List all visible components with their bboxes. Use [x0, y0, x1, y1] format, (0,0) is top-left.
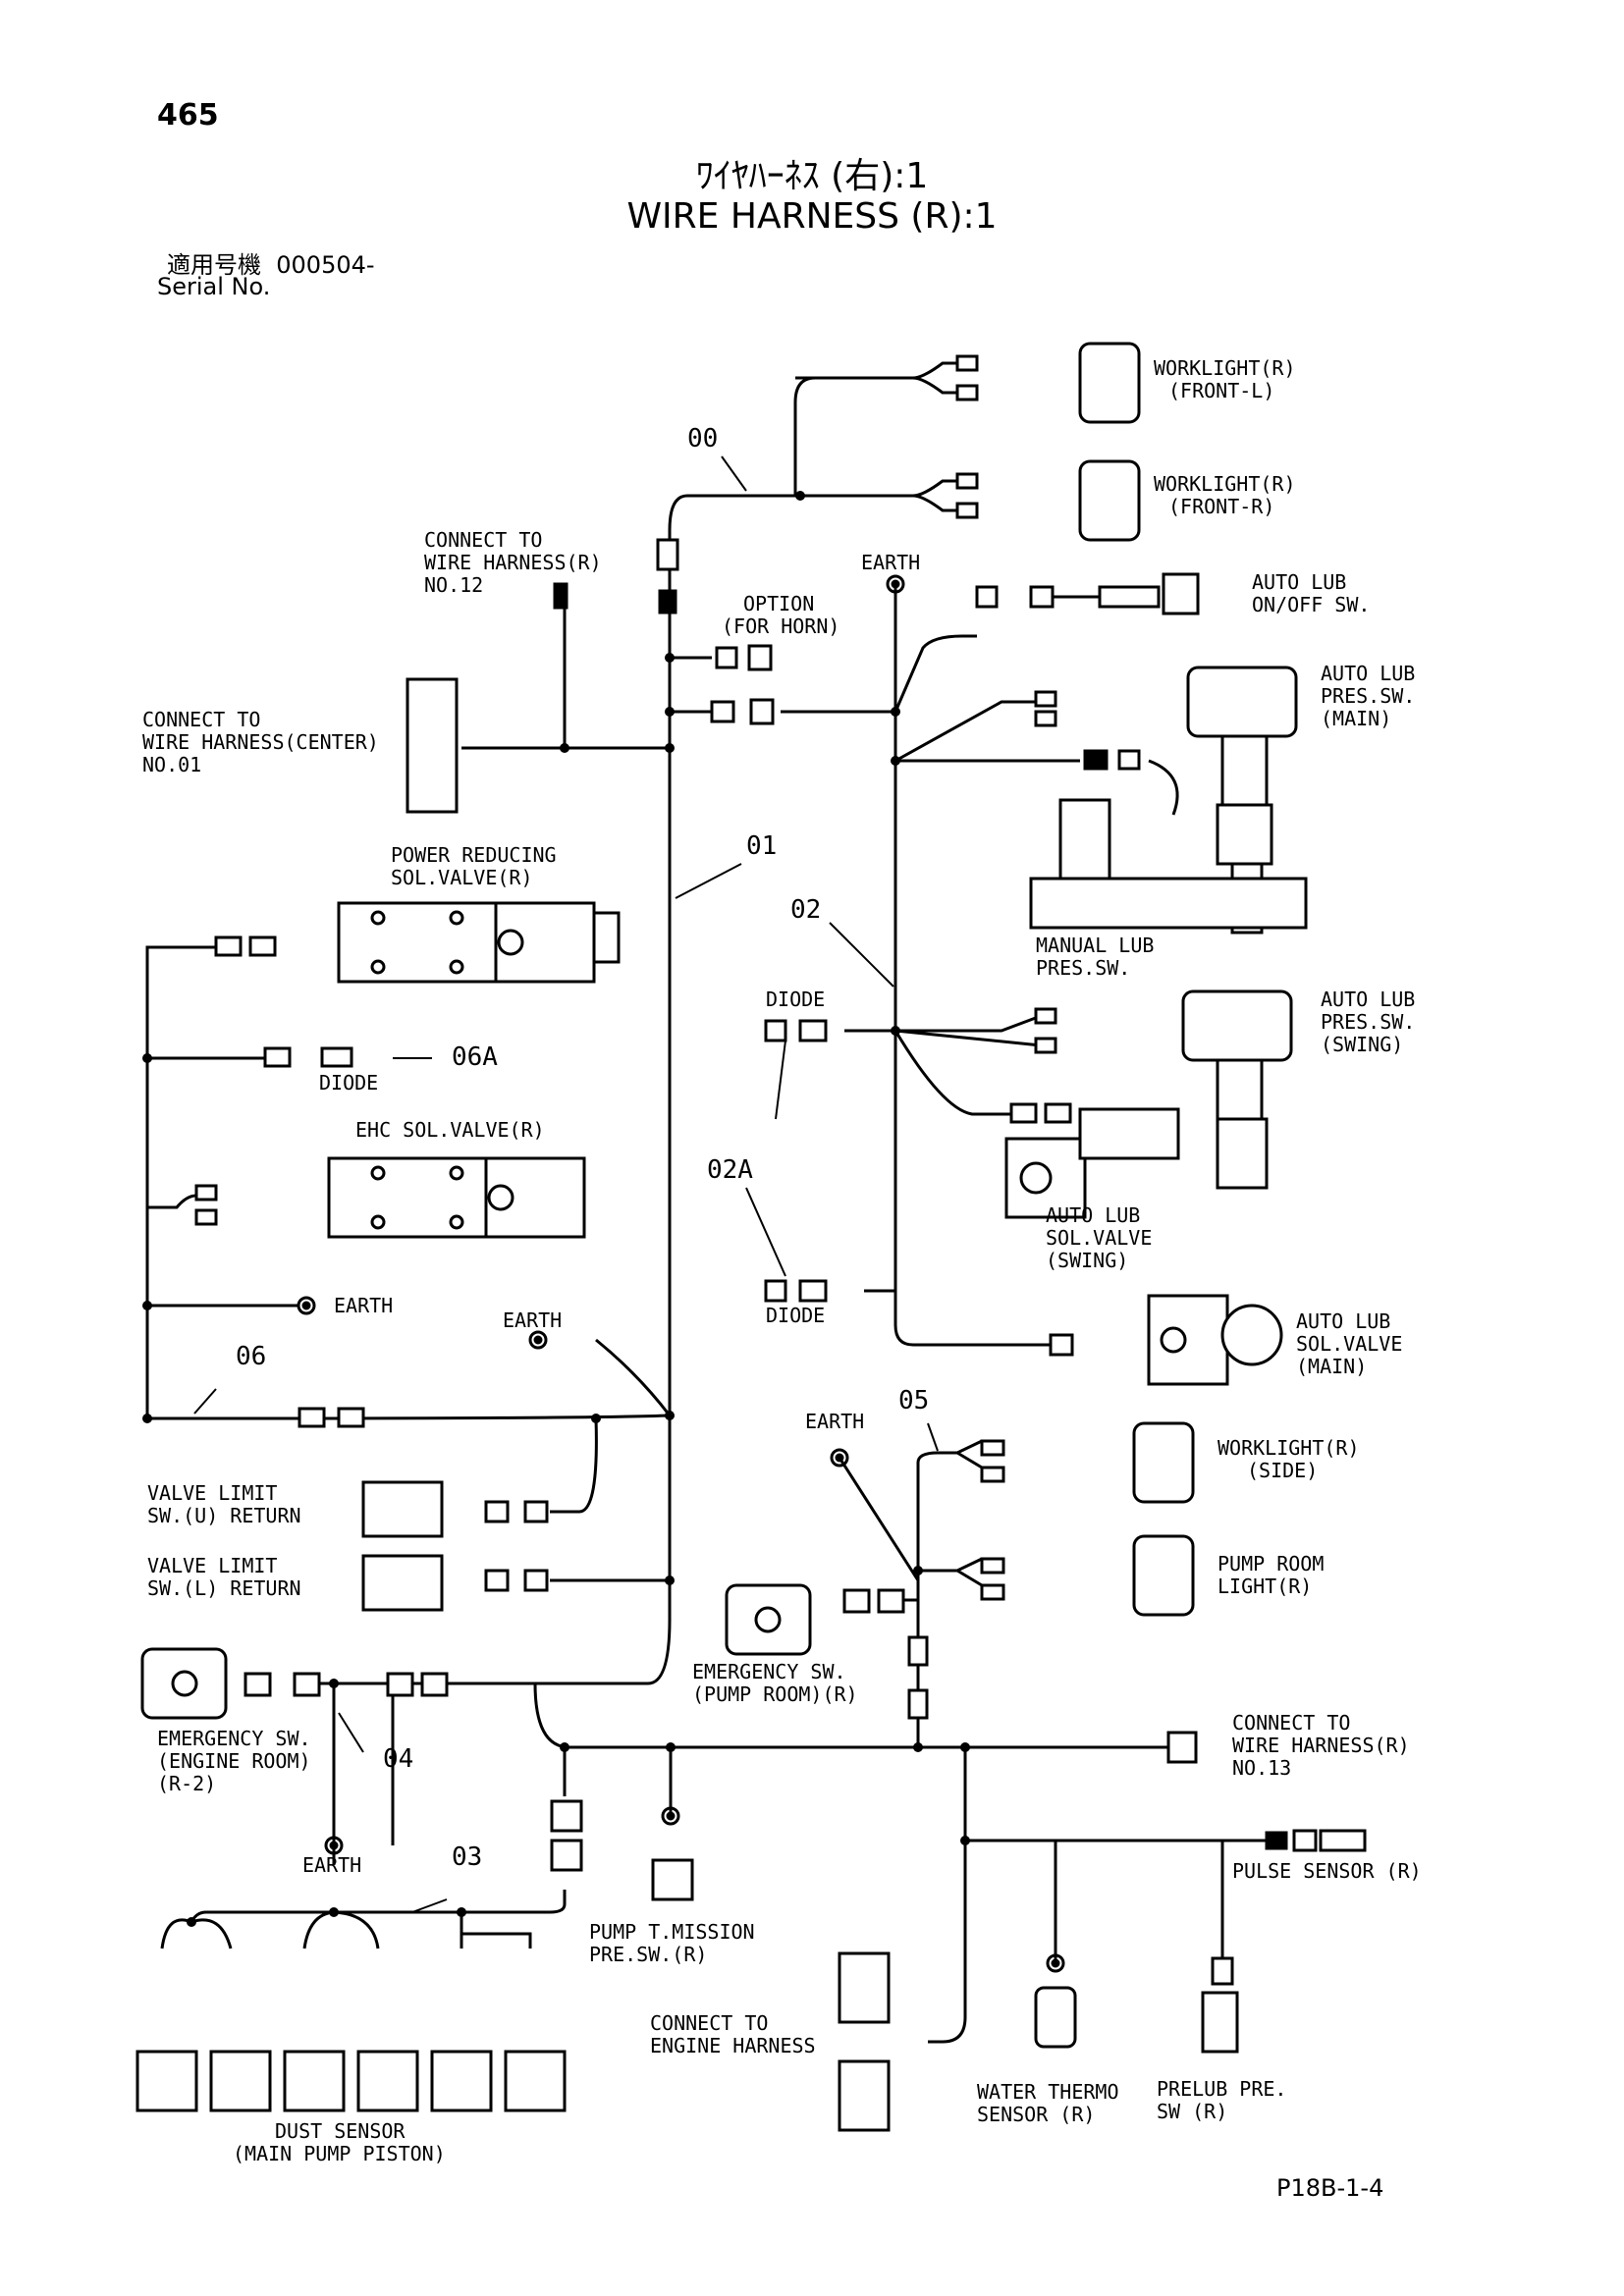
label-option-2: (FOR HORN): [722, 614, 839, 638]
title-japanese: ﾜｲﾔﾊｰﾈｽ (右):1: [695, 156, 929, 196]
label-connect-r13-2: WIRE HARNESS(R): [1232, 1734, 1410, 1757]
connector-symbols: [194, 354, 1318, 1986]
label-dust-sensor-2: (MAIN PUMP PISTON): [233, 2142, 446, 2165]
label-sol-main-2: SOL.VALVE: [1296, 1332, 1402, 1356]
label-pres-swing-1: AUTO LUB: [1321, 988, 1415, 1011]
label-power-reducing-2: SOL.VALVE(R): [391, 866, 533, 889]
label-earth-top: EARTH: [861, 551, 920, 574]
serial-label-en: Serial No.: [157, 273, 271, 300]
harness-wires: [145, 361, 1267, 2044]
callout-02: 02: [790, 895, 821, 925]
callout-02a: 02A: [707, 1155, 753, 1185]
callout-leaders: [193, 455, 939, 1913]
serial-value: 000504-: [276, 251, 375, 279]
page-number: 465: [157, 98, 219, 133]
label-manual-lub-1: MANUAL LUB: [1036, 934, 1154, 957]
label-pump-tmission-2: PRE.SW.(R): [589, 1943, 707, 1966]
label-pres-main-3: (MAIN): [1321, 707, 1391, 730]
label-connect-r12-3: NO.12: [424, 573, 483, 597]
label-pres-swing-2: PRES.SW.: [1321, 1010, 1415, 1034]
label-emergency-pump-2: (PUMP ROOM)(R): [692, 1682, 858, 1706]
label-valve-u-1: VALVE LIMIT: [147, 1481, 277, 1505]
label-sol-main-1: AUTO LUB: [1296, 1309, 1390, 1333]
component-labels: WORKLIGHT(R) (FRONT-L) WORKLIGHT(R) (FRO…: [142, 356, 1422, 2165]
label-connect-center-1: CONNECT TO: [142, 708, 260, 731]
earth-symbols: [297, 574, 1065, 1973]
callout-numbers: 00 01 02 02A 03 04 05 06 06A: [236, 424, 929, 1872]
label-manual-lub-2: PRES.SW.: [1036, 956, 1130, 980]
title-english: WIRE HARNESS (R):1: [626, 196, 998, 237]
label-worklight-fl-1: WORKLIGHT(R): [1154, 356, 1296, 380]
label-auto-lub-sw-1: AUTO LUB: [1252, 570, 1346, 594]
callout-06a: 06A: [452, 1042, 498, 1072]
label-sol-swing-1: AUTO LUB: [1046, 1203, 1140, 1227]
label-connect-r12-1: CONNECT TO: [424, 528, 542, 552]
callout-00: 00: [687, 424, 718, 454]
label-valve-l-1: VALVE LIMIT: [147, 1554, 277, 1577]
component-details: [171, 910, 1187, 1697]
label-emergency-engine-3: (R-2): [157, 1772, 216, 1795]
callout-03: 03: [452, 1842, 482, 1872]
label-pulse-sensor: PULSE SENSOR (R): [1232, 1859, 1422, 1883]
callout-04: 04: [383, 1744, 413, 1774]
label-earth-05: EARTH: [805, 1410, 864, 1433]
label-connect-engine-2: ENGINE HARNESS: [650, 2034, 816, 2057]
label-power-reducing-1: POWER REDUCING: [391, 843, 557, 867]
label-emergency-engine-1: EMERGENCY SW.: [157, 1727, 311, 1750]
label-ehc-sol: EHC SOL.VALVE(R): [355, 1118, 545, 1142]
label-connect-center-3: NO.01: [142, 753, 201, 776]
label-earth-04: EARTH: [302, 1853, 361, 1877]
component-symbols: [135, 342, 1367, 2132]
label-connect-center-2: WIRE HARNESS(CENTER): [142, 730, 379, 754]
label-pres-swing-3: (SWING): [1321, 1033, 1403, 1056]
label-pump-room-2: LIGHT(R): [1218, 1575, 1312, 1598]
label-worklight-side-1: WORKLIGHT(R): [1218, 1436, 1360, 1460]
label-worklight-fr-2: (FRONT-R): [1168, 495, 1274, 518]
label-worklight-fl-2: (FRONT-L): [1168, 379, 1274, 402]
callout-06: 06: [236, 1342, 266, 1371]
label-diode-a: DIODE: [766, 988, 825, 1011]
label-emergency-pump-1: EMERGENCY SW.: [692, 1660, 846, 1683]
label-water-thermo-2: SENSOR (R): [977, 2103, 1095, 2126]
label-valve-u-2: SW.(U) RETURN: [147, 1504, 301, 1527]
callout-01: 01: [746, 831, 777, 861]
serial-label-jp: 適用号機: [167, 251, 261, 279]
label-connect-r12-2: WIRE HARNESS(R): [424, 551, 602, 574]
junction-dots: [142, 491, 970, 1927]
label-prelub-1: PRELUB PRE.: [1157, 2077, 1286, 2101]
serial-line-jp: 適用号機 000504-: [167, 245, 375, 280]
label-pump-tmission-1: PUMP T.MISSION: [589, 1920, 755, 1944]
label-pump-room-1: PUMP ROOM: [1218, 1552, 1324, 1575]
figure-code: P18B-1-4: [1276, 2174, 1384, 2202]
label-sol-swing-2: SOL.VALVE: [1046, 1226, 1152, 1250]
label-option-1: OPTION: [743, 592, 814, 615]
label-earth-ehc: EARTH: [334, 1294, 393, 1317]
label-connect-r13-1: CONNECT TO: [1232, 1711, 1350, 1735]
label-auto-lub-sw-2: ON/OFF SW.: [1252, 593, 1370, 616]
label-diode-b: DIODE: [766, 1304, 825, 1327]
label-connect-r13-3: NO.13: [1232, 1756, 1291, 1780]
label-earth-mid: EARTH: [503, 1308, 562, 1332]
label-worklight-fr-1: WORKLIGHT(R): [1154, 472, 1296, 496]
label-connect-engine-1: CONNECT TO: [650, 2011, 768, 2035]
label-diode-06a: DIODE: [319, 1071, 378, 1095]
label-pres-main-1: AUTO LUB: [1321, 662, 1415, 685]
callout-05: 05: [898, 1386, 929, 1415]
label-dust-sensor-1: DUST SENSOR: [275, 2119, 406, 2143]
label-valve-l-2: SW.(L) RETURN: [147, 1576, 301, 1600]
label-sol-main-3: (MAIN): [1296, 1355, 1367, 1378]
label-pres-main-2: PRES.SW.: [1321, 684, 1415, 708]
label-sol-swing-3: (SWING): [1046, 1249, 1128, 1272]
label-worklight-side-2: (SIDE): [1247, 1459, 1318, 1482]
label-prelub-2: SW (R): [1157, 2100, 1227, 2123]
label-water-thermo-1: WATER THERMO: [977, 2080, 1119, 2104]
label-emergency-engine-2: (ENGINE ROOM): [157, 1749, 311, 1773]
